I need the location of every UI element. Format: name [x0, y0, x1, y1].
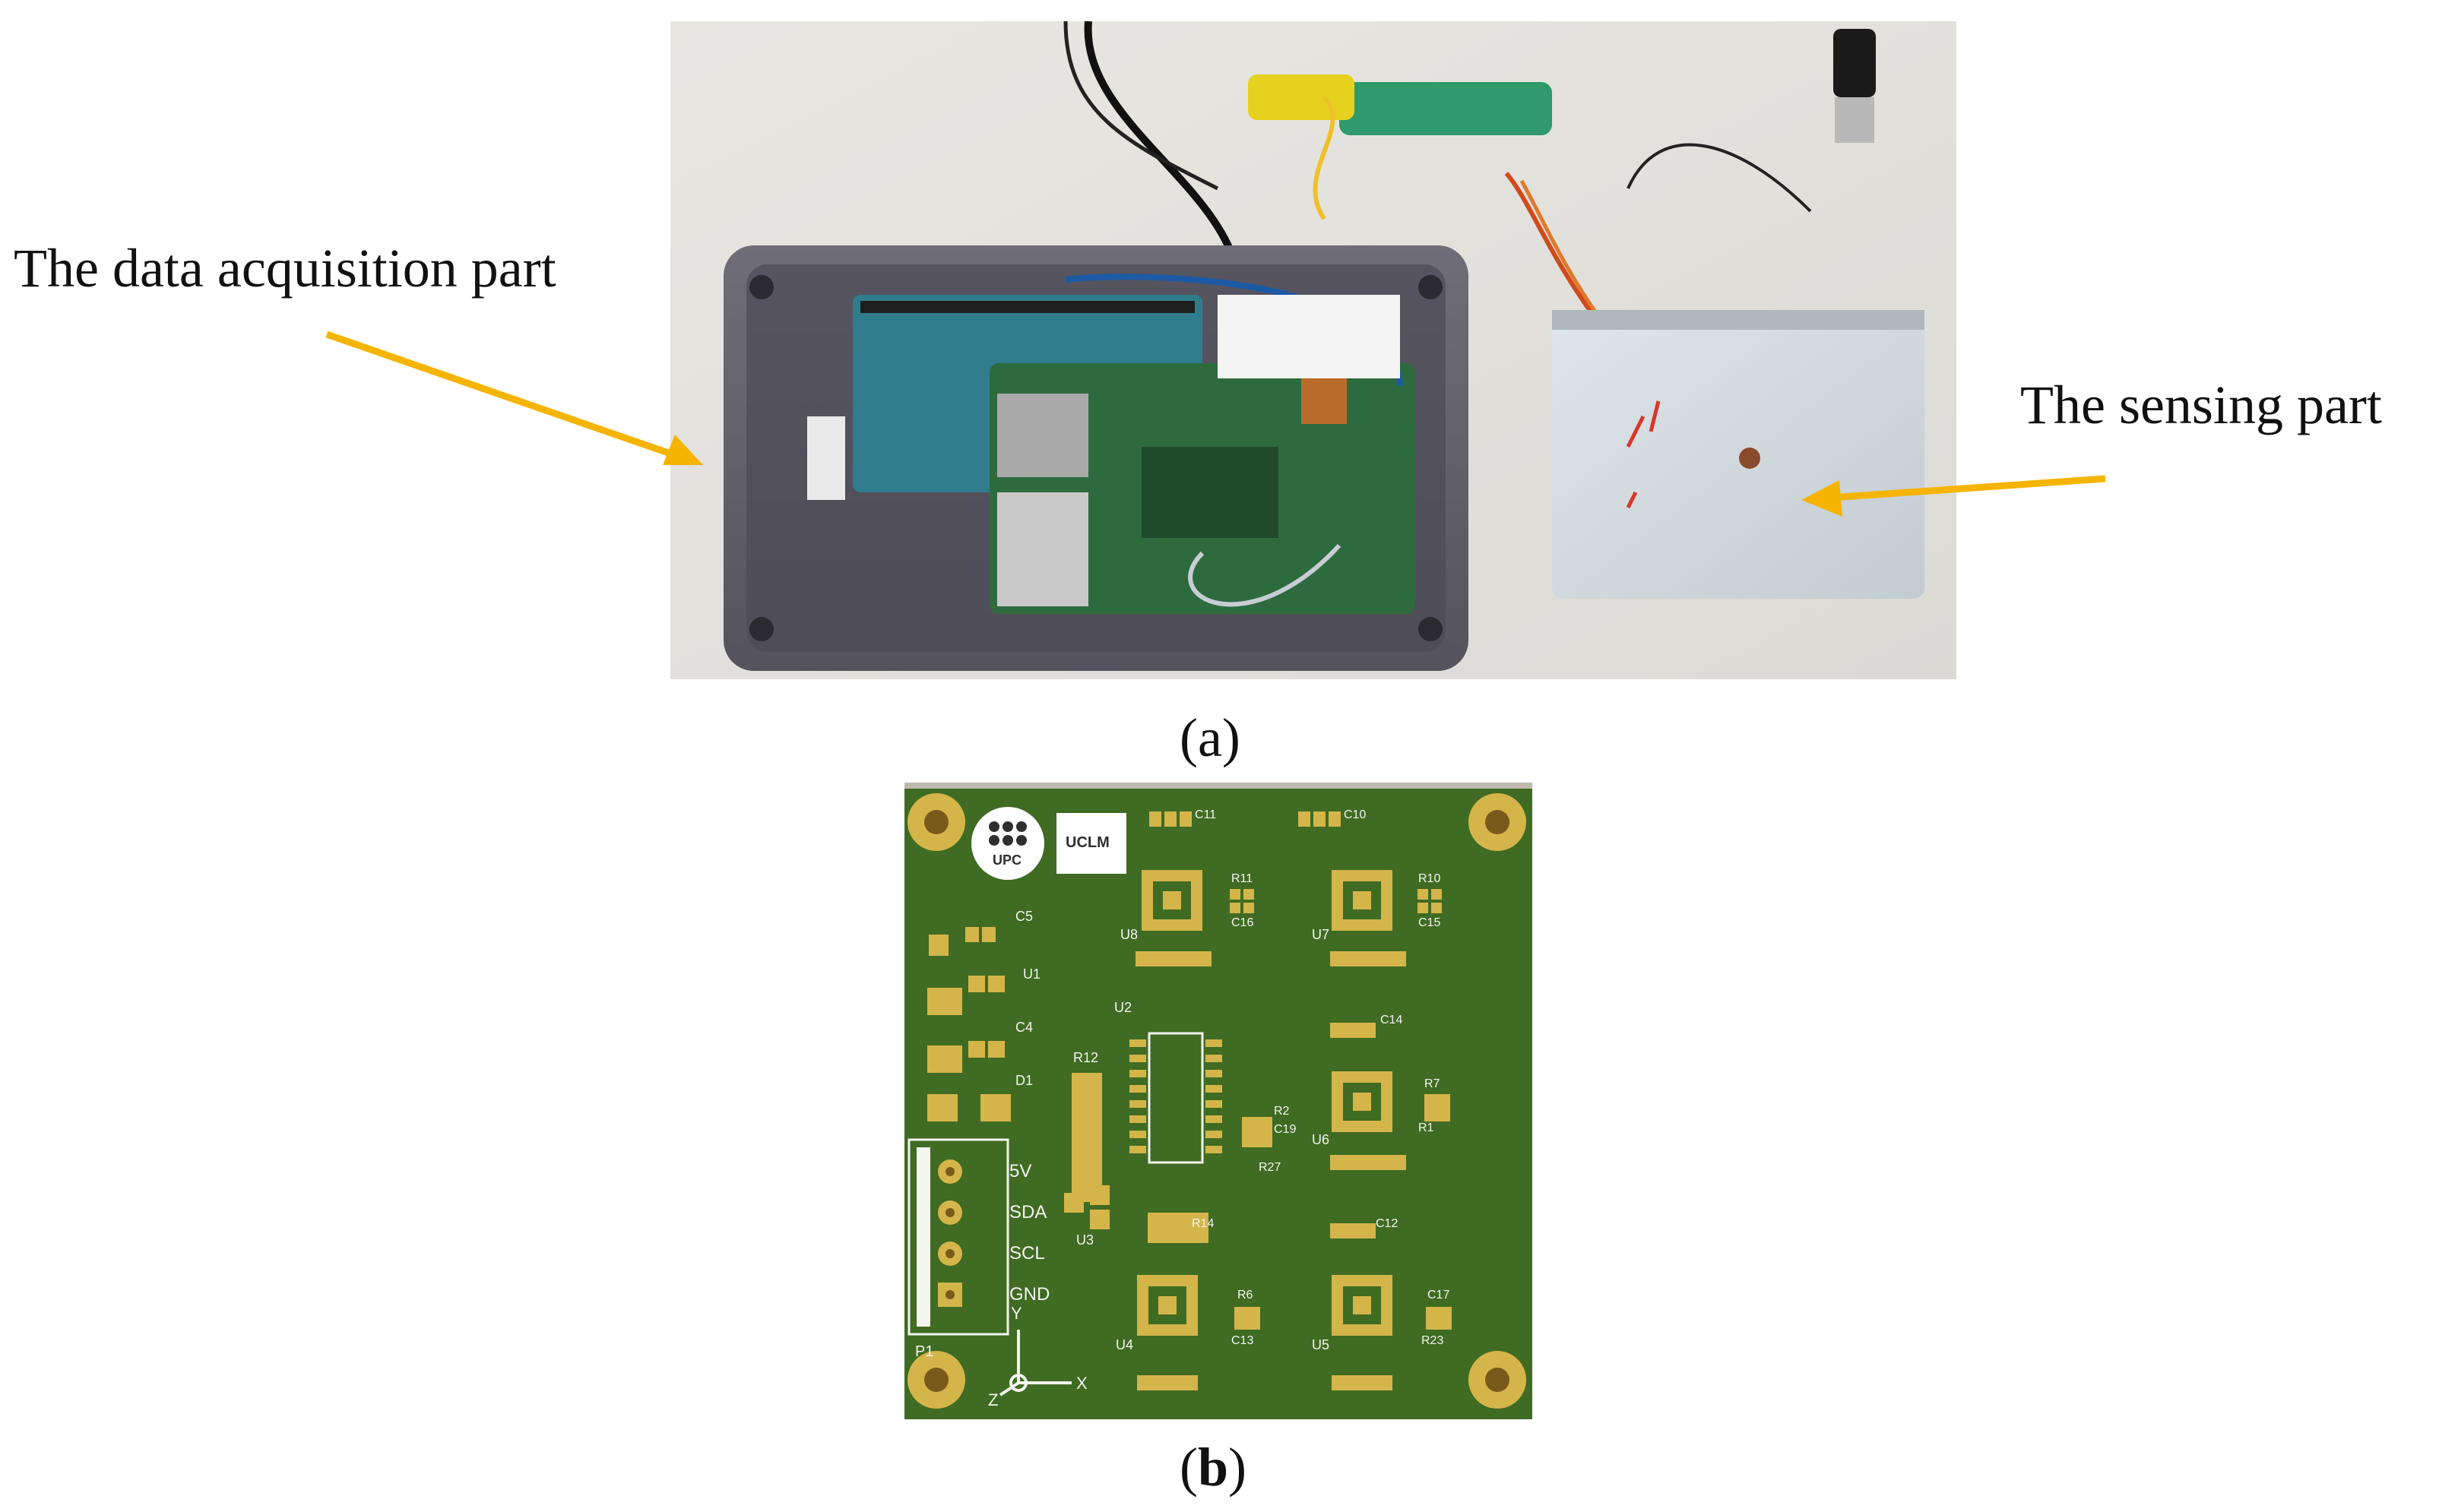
caption-a: (a)	[1180, 707, 1240, 768]
ref-c8: C12	[1376, 1217, 1398, 1230]
ref-c10: C10	[1344, 808, 1367, 821]
ref-r2: R27	[1259, 1161, 1281, 1174]
ref-u3: U3	[1076, 1232, 1094, 1248]
ref-u1: U1	[1023, 966, 1041, 982]
ref-r7: R2	[1274, 1105, 1290, 1118]
caption-b-close: )	[1228, 1437, 1247, 1498]
ref-c4: C4	[1015, 1020, 1034, 1035]
pcb-layout	[904, 783, 1532, 1419]
pin-label-sda: SDA	[1009, 1202, 1047, 1223]
caption-b-letter: b	[1197, 1437, 1229, 1498]
ref-u2: U2	[1114, 1000, 1132, 1015]
ref-u6: U6	[1312, 1132, 1330, 1147]
label-sensing: The sensing part	[2020, 375, 2382, 435]
ref-u4: U4	[1116, 1337, 1134, 1352]
uclm-logo	[1056, 813, 1126, 874]
uclm-logo-text: UCLM	[1066, 834, 1110, 851]
ref-r10: R10	[1418, 872, 1441, 885]
ref-u7: U7	[1312, 927, 1330, 942]
ref-r9: R7	[1424, 1077, 1440, 1090]
connector-ref: P1	[915, 1343, 934, 1360]
ref-r11: R11	[1231, 872, 1253, 885]
ref-r5: R6	[1237, 1289, 1253, 1302]
ref-c12: C13	[1231, 1334, 1254, 1347]
connector-outline	[907, 1138, 1009, 1336]
passive-pads	[927, 811, 1452, 1390]
label-data-acquisition: The data acquisition part	[14, 238, 556, 299]
ref-c9: C14	[1380, 1014, 1403, 1026]
u2-outline	[1148, 1032, 1204, 1164]
caption-b-open: (	[1180, 1437, 1198, 1498]
ref-c14: R1	[1418, 1121, 1434, 1134]
axis-label-x: X	[1076, 1374, 1088, 1393]
sensor-box	[1552, 310, 1924, 599]
axis-label-y: Y	[1011, 1304, 1022, 1323]
pcb-panel-b: UPC UCLM 5V SDA SCL GND P1 Y X Z U8 U7 U…	[904, 783, 1532, 1419]
axis-label-z: Z	[988, 1390, 999, 1409]
ref-d1: D1	[1015, 1073, 1034, 1088]
ref-c11: C11	[1195, 808, 1217, 821]
ref-r6: C17	[1427, 1289, 1450, 1302]
ref-u5: U5	[1312, 1337, 1330, 1352]
ref-r12: R12	[1073, 1050, 1099, 1065]
arrow-to-sensing	[1831, 475, 2106, 501]
ref-r1: C19	[1274, 1123, 1297, 1136]
pin-label-5v: 5V	[1009, 1161, 1032, 1181]
ref-c15: C15	[1418, 916, 1441, 929]
photo-illustration	[670, 21, 1956, 679]
black-cable	[1084, 21, 1237, 258]
photo-panel-a	[670, 21, 1956, 679]
usb-plug	[1833, 29, 1876, 97]
ref-c7: R14	[1192, 1217, 1215, 1230]
arrow-to-acquisition	[325, 331, 689, 463]
caption-b: (b)	[1180, 1436, 1246, 1499]
ref-u8: U8	[1120, 927, 1139, 942]
connector-clip	[1339, 82, 1552, 135]
pin-label-scl: SCL	[1009, 1243, 1045, 1264]
qfn-chips	[1137, 870, 1392, 1336]
ref-c5: C5	[1015, 909, 1034, 924]
pin-label-gnd: GND	[1009, 1284, 1050, 1305]
ref-c16: C16	[1231, 916, 1254, 929]
upc-logo-text: UPC	[993, 852, 1022, 868]
axes-symbol	[999, 1330, 1072, 1397]
ref-c13: R23	[1421, 1334, 1444, 1347]
